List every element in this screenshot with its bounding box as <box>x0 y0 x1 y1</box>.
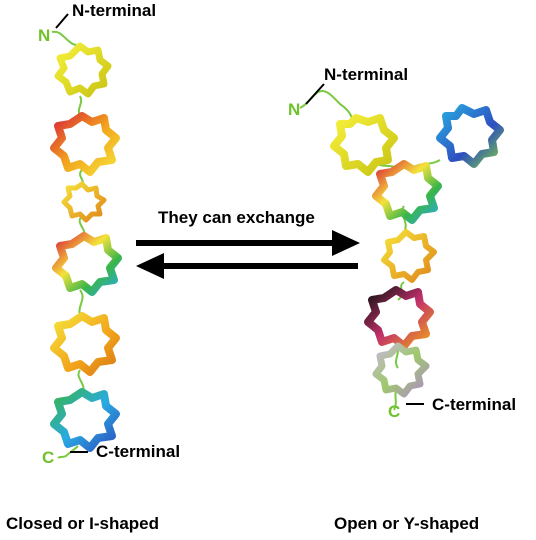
closed-domain-2 <box>50 112 120 176</box>
open-n-callout-line <box>305 83 325 105</box>
closed-domain-5 <box>50 312 120 376</box>
closed-domain-3 <box>61 181 107 223</box>
closed-domain-6 <box>50 388 120 452</box>
reverse-arrow <box>136 253 358 279</box>
closed-domain-4 <box>52 232 122 296</box>
closed-c-label: C-terminal <box>96 442 181 461</box>
open-domain-n1 <box>330 114 398 176</box>
open-n-letter: N <box>288 100 301 119</box>
exchange-label: They can exchange <box>158 208 315 227</box>
open-domain-6 <box>372 342 430 398</box>
open-c-letter: C <box>388 402 401 421</box>
open-domain-5 <box>364 286 434 350</box>
open-n-label: N-terminal <box>324 65 409 84</box>
open-form-caption: Open or Y-shaped <box>334 514 480 533</box>
closed-c-letter: C <box>42 448 55 467</box>
forward-arrow <box>136 230 360 256</box>
closed-n-callout-line <box>55 13 69 29</box>
closed-domain-1 <box>54 42 112 98</box>
closed-form-caption: Closed or I-shaped <box>6 514 160 533</box>
exchange-arrows <box>136 230 360 279</box>
open-domain-3 <box>372 160 442 224</box>
open-domain-4 <box>381 229 437 283</box>
closed-n-letter: N <box>38 26 51 45</box>
open-domain-n2 <box>436 104 504 168</box>
open-form-structure <box>299 83 504 411</box>
closed-n-label: N-terminal <box>72 1 157 20</box>
closed-form-structure <box>50 13 122 459</box>
open-c-label: C-terminal <box>432 395 517 414</box>
